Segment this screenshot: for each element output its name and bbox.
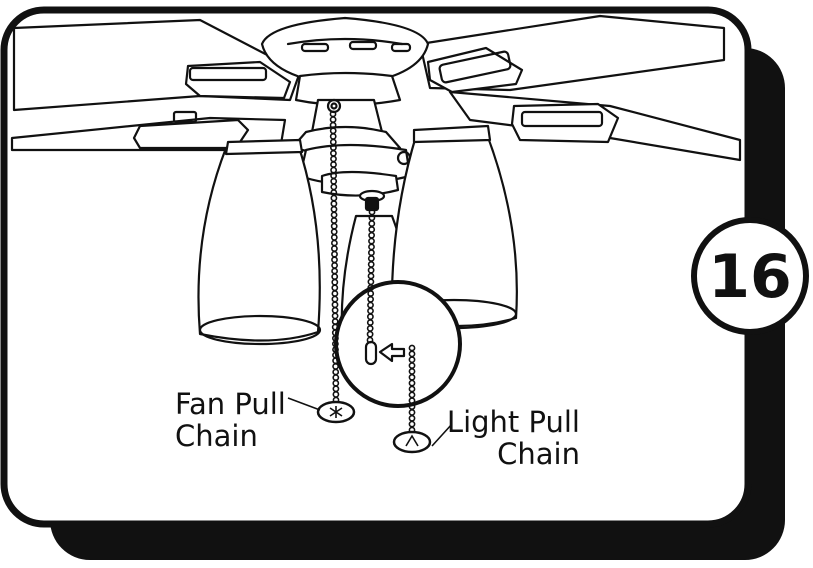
- blade-bracket-right-bottom-plate: [520, 110, 604, 128]
- light-pull-chain: [408, 344, 416, 434]
- step-badge: [691, 217, 809, 335]
- glass-shade-left: [197, 142, 321, 342]
- fan-label-leader: [287, 397, 321, 411]
- light-pull-label-line2: Chain: [497, 437, 580, 471]
- housing-vent-1: [300, 42, 330, 53]
- ceiling-fan-illustration: [10, 14, 742, 408]
- shade-holder-left: [224, 138, 304, 156]
- fan-pull-label-line1: Fan Pull: [175, 387, 286, 421]
- blade-bracket-right-bottom: [510, 102, 620, 144]
- fan-chain-socket-inner: [330, 102, 338, 110]
- light-pull-label-line1: Light Pull: [447, 405, 580, 439]
- glass-shade-right: [390, 130, 518, 328]
- light-chain-stem: [364, 196, 380, 212]
- blade-bracket-left-bottom-plate: [172, 110, 198, 124]
- fan-pull-label-line2: Chain: [175, 419, 258, 453]
- left-arrow-icon: [378, 342, 406, 363]
- housing-vent-2: [348, 40, 378, 51]
- light-label-leader: [431, 423, 453, 447]
- fan-pull-knob-icon: [316, 400, 356, 424]
- blade-bracket-left-top-plate: [188, 66, 268, 82]
- fan-pull-chain: [329, 110, 340, 404]
- blade-bracket-right-top-plate: [438, 50, 512, 84]
- motor-housing-band: [286, 37, 404, 46]
- light-kit-cap: [320, 170, 400, 197]
- chain-bead: [366, 336, 374, 344]
- light-pull-knob-icon: [392, 430, 432, 454]
- light-chain-upper: [366, 208, 376, 344]
- step-number: 16: [708, 242, 792, 312]
- shade-holder-right: [412, 124, 492, 144]
- glass-shade-left-rim: [198, 314, 322, 346]
- housing-vent-3: [390, 42, 412, 53]
- detail-magnifier: [334, 280, 462, 408]
